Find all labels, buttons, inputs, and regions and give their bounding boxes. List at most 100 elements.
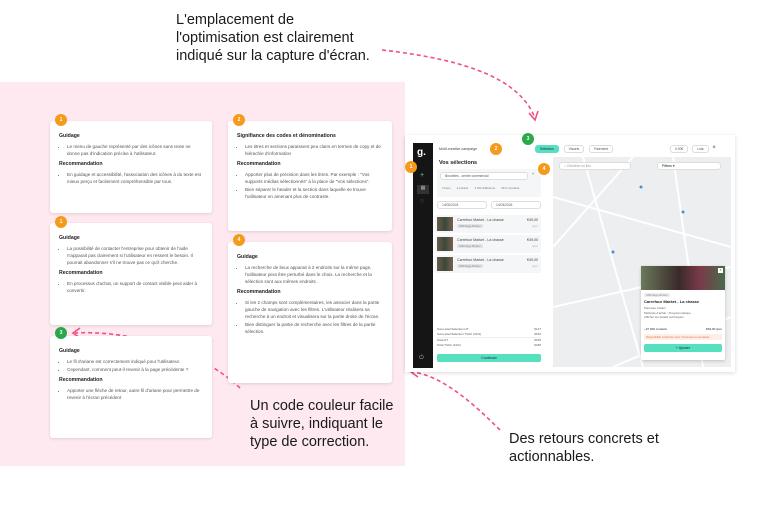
card-heading: Guidage xyxy=(59,235,80,241)
card-item: Cependant, comment peut-il revenir à la … xyxy=(67,366,204,373)
card-item: Apporter une flèche de retour, autre fil… xyxy=(67,387,204,401)
feedback-card-1a: Guidage Le menu de gauche représenté par… xyxy=(50,121,212,213)
note-line: Des retours concrets et xyxy=(509,431,659,447)
technical-details-link[interactable]: Afficher les détails techniques xyxy=(644,315,684,319)
add-location-icon[interactable]: + xyxy=(532,172,535,176)
end-date[interactable]: 14/03/2024 xyxy=(491,201,541,209)
marker-3: 3 xyxy=(522,133,534,145)
step-payment[interactable]: Paiement xyxy=(589,145,614,153)
item-tag: Affichage Boitier xyxy=(457,224,483,228)
map[interactable]: ⌕ Chercher un lieu Filtres ▾ × Affichage… xyxy=(553,157,731,367)
section-title: Vos sélections xyxy=(439,160,478,166)
item-tag: Affichage Boitier xyxy=(457,264,483,268)
popup-contacts: ~37 000 contacts xyxy=(644,327,667,331)
card-item: En guidage et accessibilité, l'associati… xyxy=(67,171,204,185)
total-label: Total TVAC (21%) xyxy=(437,343,461,347)
card-item: La possibilité de contacter l'entreprise… xyxy=(67,245,204,266)
start-date[interactable]: 14/02/2024 xyxy=(437,201,487,209)
popup-image xyxy=(641,266,725,290)
badge-orange: 1 xyxy=(55,114,67,126)
step-visuals[interactable]: Visuels xyxy=(563,145,585,153)
close-icon[interactable]: × xyxy=(718,268,723,273)
card-heading: Recommandation xyxy=(237,161,281,167)
totals: Sous-total Sélection HT€147 Sous-total S… xyxy=(437,327,541,348)
note-line: actionnables. xyxy=(509,449,595,465)
stat: 2 écrans xyxy=(456,186,469,190)
selection-item[interactable]: Carrefour Market - La chasse Affichage B… xyxy=(435,255,541,273)
note-line: Un code couleur facile xyxy=(250,398,394,414)
marker-1: 1 xyxy=(405,161,417,173)
marker-4: 4 xyxy=(538,163,550,175)
grid-icon[interactable]: ▦ xyxy=(417,185,429,194)
popup-tag: Affichage Boitier xyxy=(644,293,670,297)
selection-item[interactable]: Carrefour Market - La chasse Affichage B… xyxy=(435,235,541,253)
popup-details: Panneau Urbain Méthode d'achat : Program… xyxy=(644,306,691,320)
badge-green: 3 xyxy=(55,327,67,339)
card-item: La recherche de lieux apparait à 2 endro… xyxy=(245,264,384,285)
note-line: à suivre, indiquant le xyxy=(250,416,383,432)
campaign-title: Multi-creative campaign xyxy=(439,147,477,151)
item-thumbnail xyxy=(437,257,453,271)
stat: 1 152 diffusions xyxy=(474,186,496,190)
item-name: Carrefour Market - La chasse xyxy=(457,218,504,222)
stepper: Sélection Visuels Paiement xyxy=(535,145,614,153)
feedback-card-1b: Guidage La possibilité de contacter l'en… xyxy=(50,223,212,325)
card-heading: Recommandation xyxy=(59,161,103,167)
card-item: Les titres et sections paraissent peu cl… xyxy=(245,143,384,157)
search-input[interactable]: ⌕ Chercher un lieu xyxy=(559,162,631,170)
card-heading: Signifiance des codes et dénominations xyxy=(237,133,336,139)
selection-item[interactable]: Carrefour Market - La chasse Affichage B… xyxy=(435,215,541,233)
note-line: type de correction. xyxy=(250,434,370,450)
total-value: €180 xyxy=(534,343,541,347)
popup-line: Panneau Urbain xyxy=(644,306,666,310)
item-price-unit: /jour xyxy=(532,244,538,248)
logout-icon[interactable]: ⏻ xyxy=(419,355,424,361)
arrow-to-card3 xyxy=(74,331,241,389)
item-thumbnail xyxy=(437,217,453,231)
item-price-unit: /jour xyxy=(532,264,538,268)
settings-icon[interactable]: ⚙ xyxy=(712,145,716,149)
continue-button[interactable]: Continuer xyxy=(437,354,541,362)
filters-select[interactable]: Filtres ▾ xyxy=(657,162,721,170)
availability-warning: Disponibilité confirmée pour 14 heures e… xyxy=(644,334,722,340)
card-item: Bien séparer le header et la section dan… xyxy=(245,186,384,200)
header-actions: 0,00€ Lola ⚙ xyxy=(670,145,716,153)
heart-icon[interactable]: ♡ xyxy=(420,199,425,205)
note-line: L'emplacement de xyxy=(176,12,295,28)
app-screenshot: g. + ▦ ♡ ⏻ Multi-creative campaign Sélec… xyxy=(405,135,735,372)
item-price: €49,00 xyxy=(527,258,538,262)
item-tag: Affichage Boitier xyxy=(457,244,483,248)
item-price-unit: /jour xyxy=(532,224,538,228)
add-button[interactable]: + Ajouter xyxy=(644,344,722,352)
popup-price: €49,00 /jour xyxy=(706,327,722,331)
step-selection[interactable]: Sélection xyxy=(535,145,559,153)
card-item: Bien distinguer la partie de recherche a… xyxy=(245,321,384,335)
stat: 36 K contacts xyxy=(501,186,520,190)
total-label: Sous-total Sélection HT xyxy=(437,327,469,331)
feedback-card-2: Signifiance des codes et dénominations L… xyxy=(228,121,392,231)
item-name: Carrefour Market - La chasse xyxy=(457,258,504,262)
search-icon: ⌕ xyxy=(564,164,567,168)
search-placeholder: Chercher un lieu xyxy=(566,164,591,168)
item-price: €49,00 xyxy=(527,218,538,222)
total-value: €155 xyxy=(534,338,541,342)
card-item: Apporter plus de précision dans les titr… xyxy=(245,171,384,185)
total-value: €152 xyxy=(534,332,541,336)
user-menu[interactable]: Lola xyxy=(692,145,709,153)
logo: g. xyxy=(417,147,426,158)
cart-total[interactable]: 0,00€ xyxy=(670,145,689,153)
feedback-card-3: Guidage Le fil d'ariane est correctement… xyxy=(50,336,212,438)
card-heading: Guidage xyxy=(59,133,80,139)
arrow-to-card4 xyxy=(411,371,501,431)
item-thumbnail xyxy=(437,237,453,251)
card-item: Le menu de gauche représenté par des icô… xyxy=(67,143,204,157)
popup-title: Carrefour Market - La chasse xyxy=(644,299,700,304)
location-select[interactable]: Bruxelles - centre commercial xyxy=(440,172,528,180)
popup-line: Méthode d'achat : Programmatique xyxy=(644,310,691,315)
item-name: Carrefour Market - La chasse xyxy=(457,238,504,242)
sidebar: g. + ▦ ♡ ⏻ xyxy=(413,143,433,368)
plus-icon[interactable]: + xyxy=(420,172,425,179)
card-item: Le fil d'ariane est correctement indiqué… xyxy=(67,358,204,365)
item-price: €49,00 xyxy=(527,238,538,242)
